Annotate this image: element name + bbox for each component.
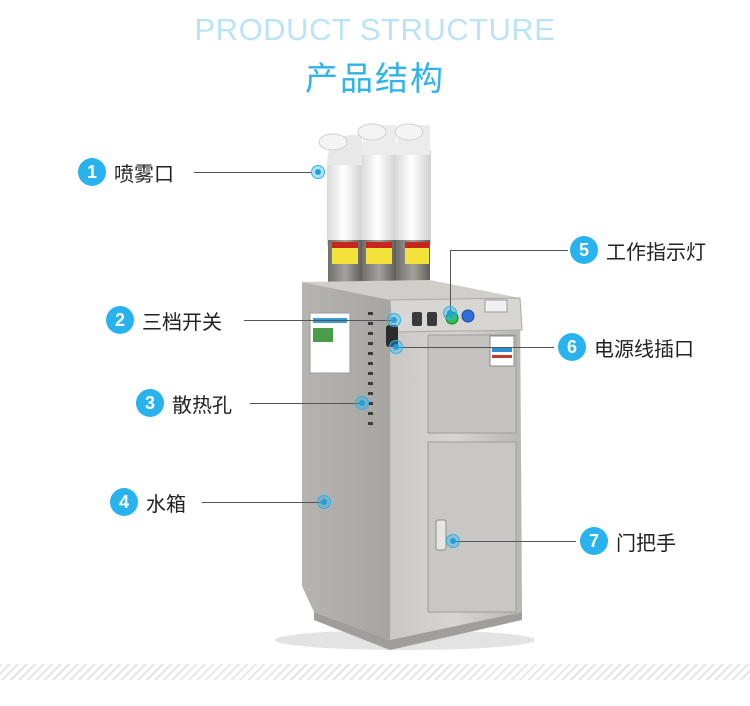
- callout-three-speed-switch: 2 三档开关: [106, 304, 222, 336]
- leader-line-1: [194, 172, 312, 173]
- callout-label: 工作指示灯: [606, 239, 706, 264]
- callout-label: 散热孔: [172, 392, 232, 417]
- leader-line-4: [202, 502, 322, 503]
- marker-indicator-light-icon: [443, 306, 457, 320]
- leader-line-6: [398, 347, 554, 348]
- leader-line-2: [244, 320, 394, 321]
- callout-power-socket: 6 电源线插口: [558, 331, 694, 363]
- callout-label: 水箱: [146, 491, 186, 516]
- callout-number: 4: [110, 488, 138, 516]
- callout-indicator-light: 5 工作指示灯: [570, 234, 706, 266]
- leader-line-5-h: [450, 250, 568, 251]
- spray-pipes: [318, 123, 431, 245]
- callout-number: 2: [106, 306, 134, 334]
- callout-label: 三档开关: [142, 309, 222, 334]
- leader-line-7: [453, 541, 576, 542]
- leader-line-3: [250, 403, 362, 404]
- callout-heat-holes: 3 散热孔: [136, 387, 232, 419]
- callout-label: 喷雾口: [114, 161, 174, 186]
- callout-label: 电源线插口: [594, 336, 694, 361]
- marker-spray-outlet-icon: [311, 165, 325, 179]
- callout-label: 门把手: [616, 530, 676, 555]
- title-chinese: 产品结构: [305, 59, 445, 98]
- marker-door-handle-icon: [446, 534, 460, 548]
- title-english: PRODUCT STRUCTURE: [194, 12, 556, 47]
- callout-door-handle: 7 门把手: [580, 525, 676, 557]
- callout-number: 7: [580, 527, 608, 555]
- callout-spray-outlet: 1 喷雾口: [78, 156, 174, 188]
- callout-number: 3: [136, 389, 164, 417]
- marker-power-socket-icon: [389, 340, 403, 354]
- leader-line-5-v: [450, 250, 451, 312]
- callout-number: 6: [558, 333, 586, 361]
- marker-water-tank-icon: [317, 495, 331, 509]
- callout-number: 5: [570, 236, 598, 264]
- marker-heat-holes-icon: [355, 396, 369, 410]
- marker-three-speed-switch-icon: [387, 313, 401, 327]
- callout-number: 1: [78, 158, 106, 186]
- callout-water-tank: 4 水箱: [110, 486, 186, 518]
- bottom-divider: [0, 664, 750, 680]
